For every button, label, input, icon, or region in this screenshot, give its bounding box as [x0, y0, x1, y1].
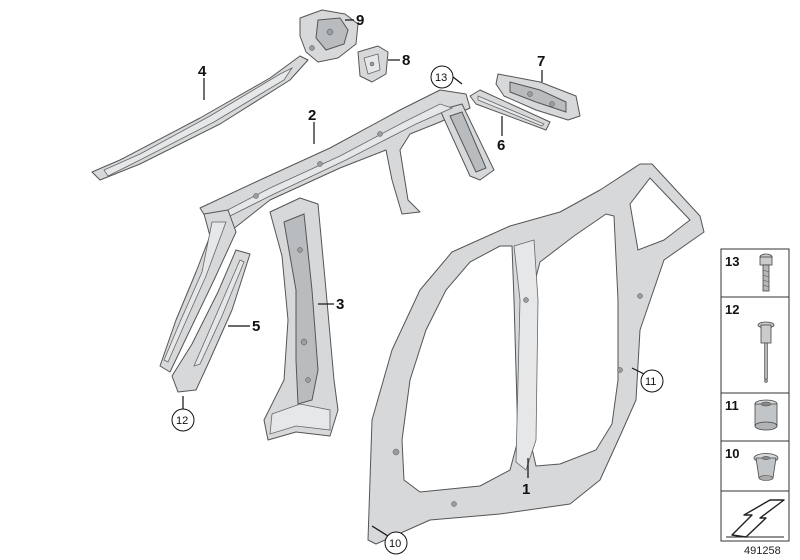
blind-rivet-icon	[757, 321, 775, 383]
legend-label-13: 13	[725, 254, 739, 269]
legend-cell-12	[720, 296, 790, 394]
leader-13	[452, 76, 463, 85]
callout-8: 8	[402, 52, 410, 69]
callout-10: 10	[389, 538, 401, 550]
part-1-side-frame	[367, 163, 705, 545]
part-3-b-pillar	[263, 197, 339, 441]
callout-13: 13	[435, 72, 447, 84]
callout-10-circle	[384, 531, 408, 555]
callout-12: 12	[176, 415, 188, 427]
flange-nut-icon	[753, 453, 779, 481]
callout-4: 4	[198, 63, 207, 80]
callout-9: 9	[356, 12, 364, 29]
legend-cell-13	[720, 248, 790, 298]
document-number: 491258	[744, 545, 781, 557]
part-2-roof-frame	[199, 89, 495, 231]
callout-7: 7	[537, 53, 545, 70]
callout-11: 11	[645, 376, 656, 388]
part-6-strip	[469, 89, 551, 131]
fastener-legend: 13 12 11 10	[720, 248, 790, 542]
direction-arrow-icon	[726, 499, 785, 538]
legend-label-10: 10	[725, 446, 739, 461]
callout-6: 6	[497, 137, 505, 154]
leader-11	[631, 367, 645, 375]
part-8-bracket	[357, 45, 389, 83]
part-9-bracket	[299, 9, 359, 63]
callout-2: 2	[308, 107, 316, 124]
insert-nut-icon	[754, 399, 778, 431]
part-a-pillar-inner	[159, 209, 237, 373]
legend-label-12: 12	[725, 302, 739, 317]
part-7-rear-bracket	[495, 73, 581, 121]
part-4-roof-rail	[91, 55, 309, 181]
legend-label-11: 11	[725, 398, 739, 413]
callout-1: 1	[522, 481, 530, 498]
screw-icon	[759, 253, 773, 292]
part-5-pillar-trim	[171, 249, 251, 393]
legend-cell-10	[720, 440, 790, 492]
callout-11-circle	[640, 369, 664, 393]
leader-10	[371, 525, 389, 537]
callout-3: 3	[336, 296, 344, 313]
callout-5: 5	[252, 318, 260, 335]
